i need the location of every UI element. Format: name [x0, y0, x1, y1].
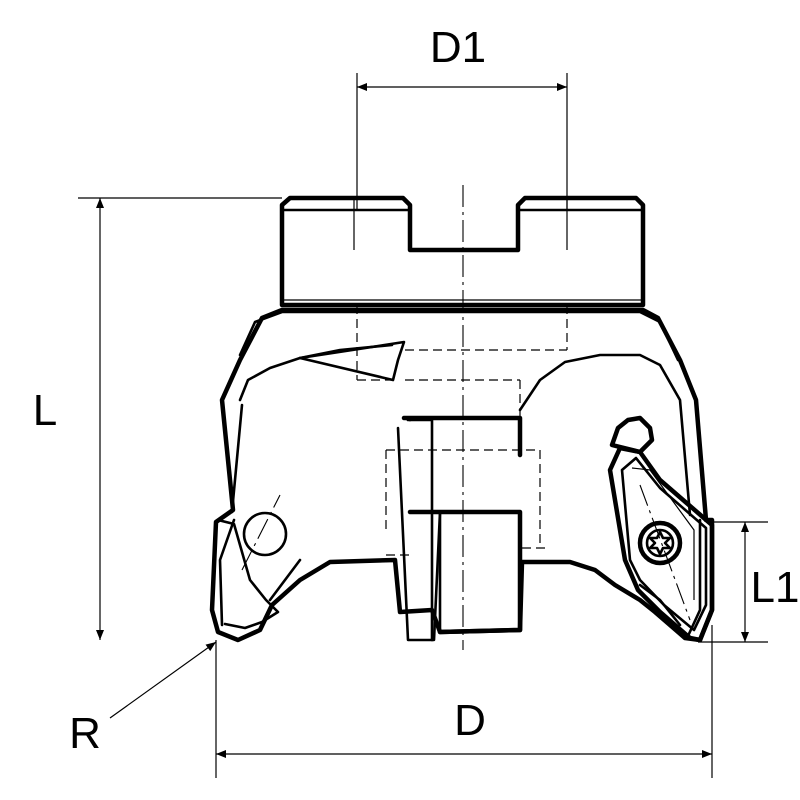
coolant-hole-left — [241, 494, 288, 571]
label-d1: D1 — [430, 23, 486, 72]
label-r: R — [69, 709, 101, 758]
label-l: L — [33, 386, 57, 435]
dimension-l — [78, 197, 282, 640]
label-d: D — [454, 696, 486, 745]
hidden-lines — [356, 305, 568, 556]
insert-pocket — [298, 340, 523, 642]
dimension-d1 — [356, 73, 568, 210]
leader-r — [109, 641, 217, 719]
dimension-d — [215, 625, 713, 778]
cutting-insert-right — [607, 415, 715, 643]
dimension-l1 — [698, 521, 768, 643]
label-l1: L1 — [751, 563, 800, 612]
cutter-body — [209, 307, 715, 643]
